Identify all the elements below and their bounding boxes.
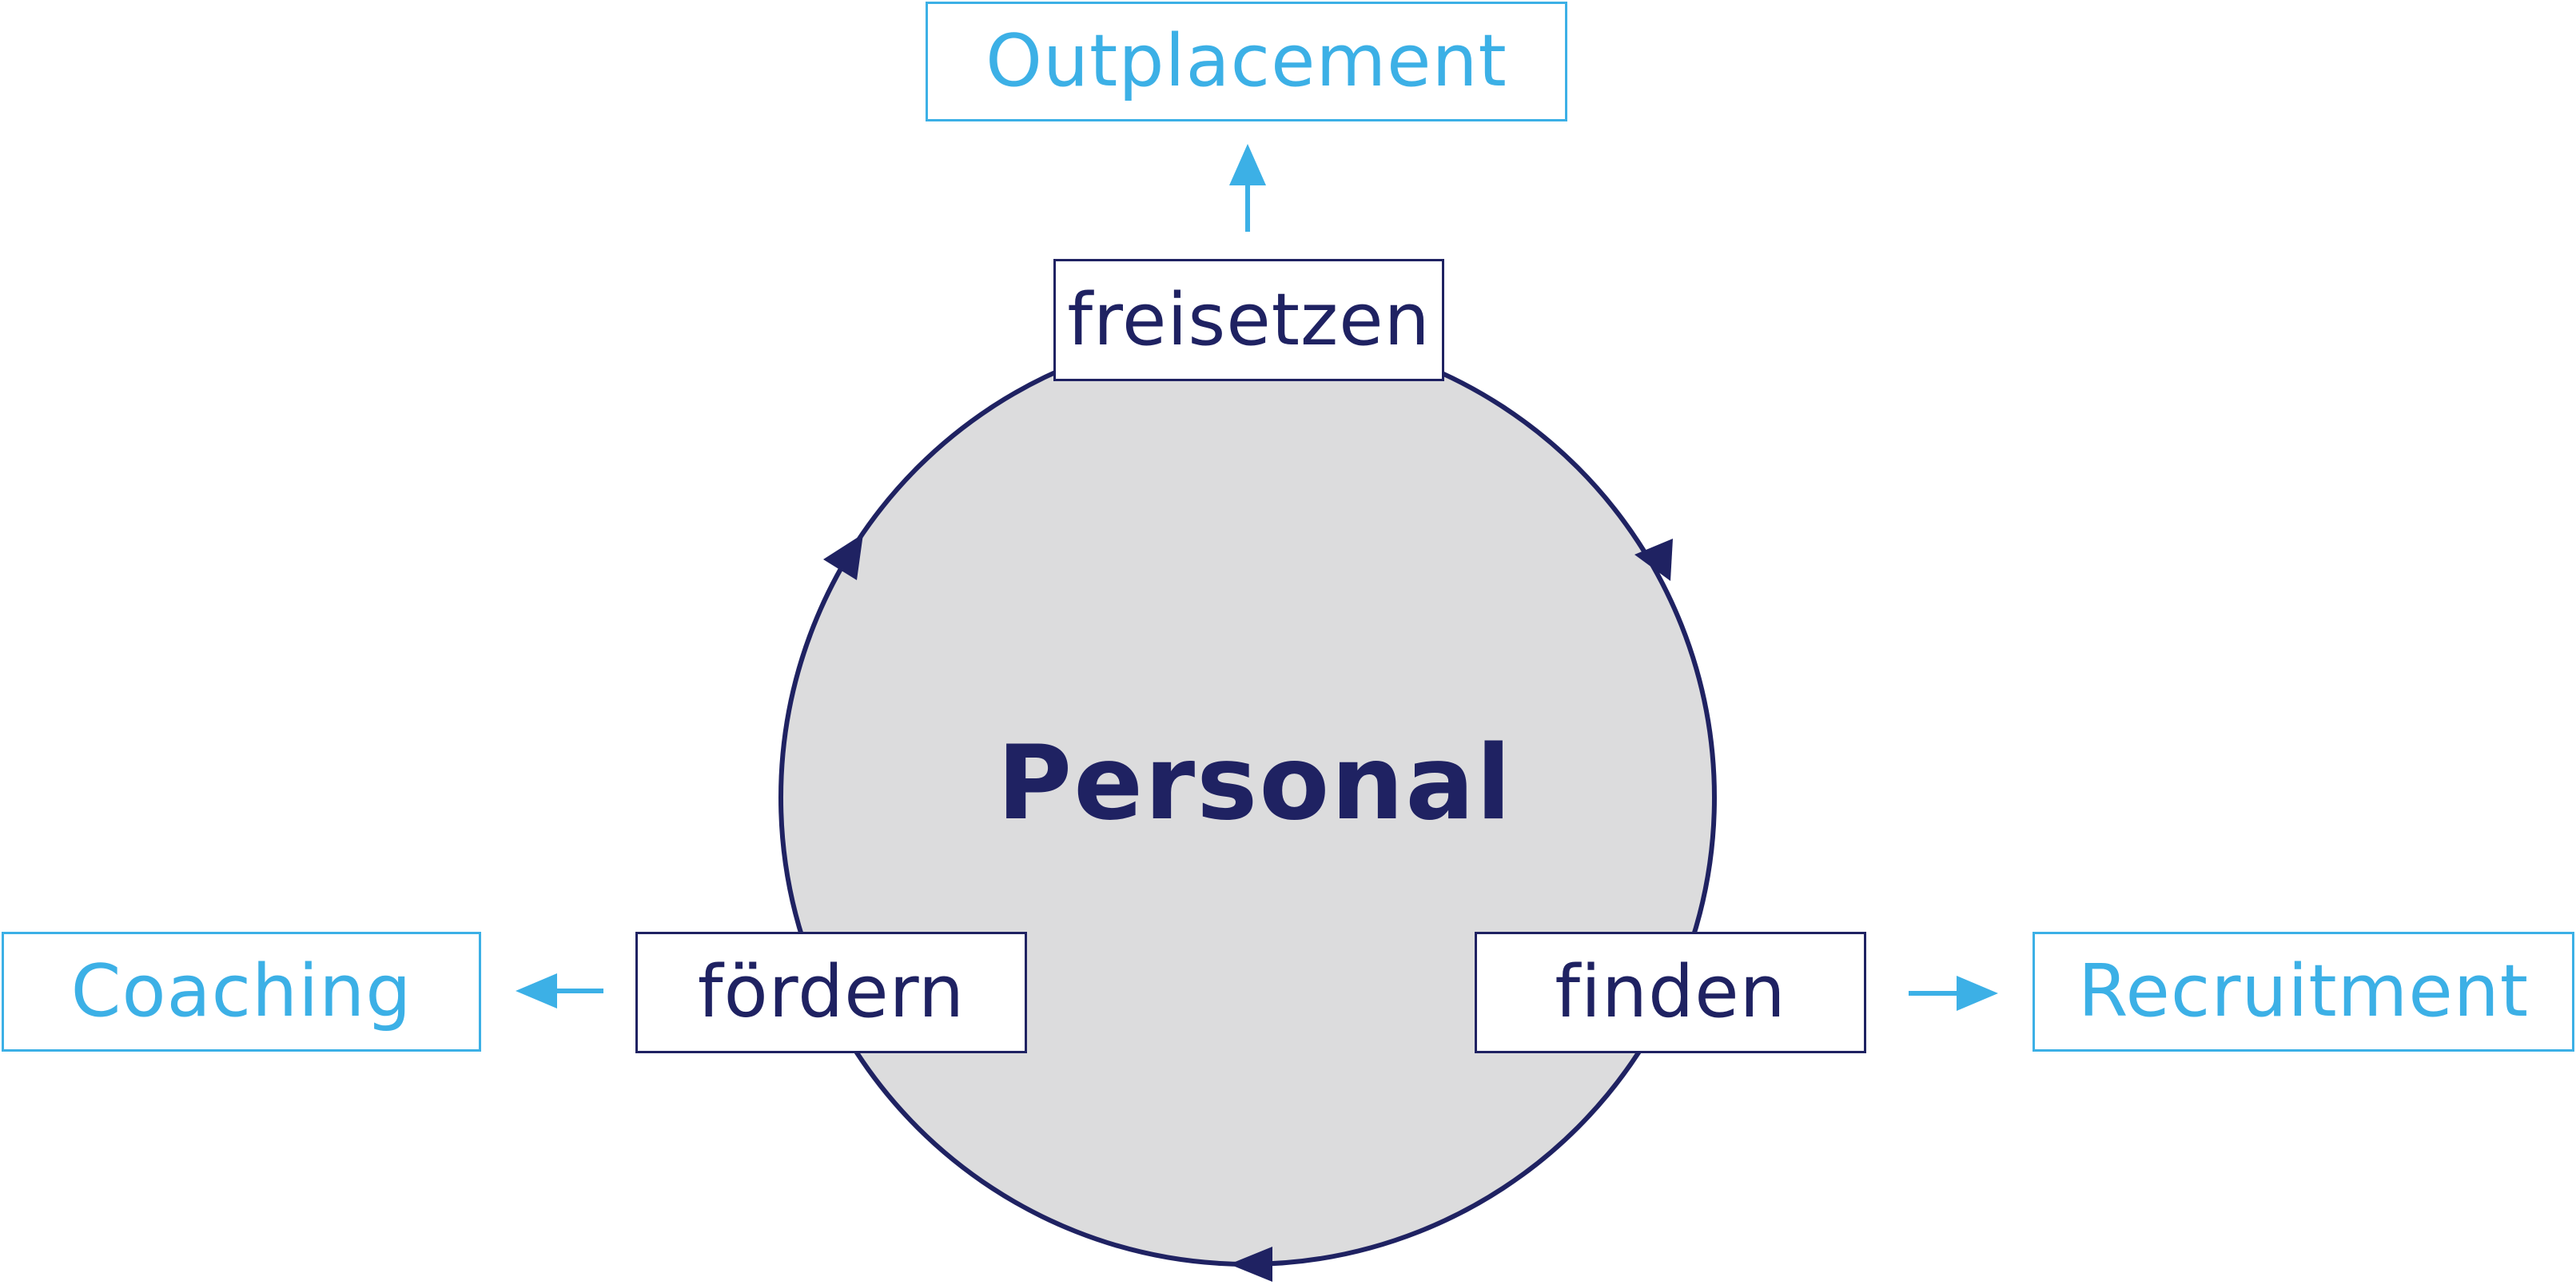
recruitment-label: Recruitment <box>2077 949 2530 1033</box>
arrow-left-to-coaching-icon <box>516 973 603 1009</box>
foerdern-box: fördern <box>635 932 1027 1053</box>
outplacement-label: Outplacement <box>985 19 1507 103</box>
personal-title: Personal <box>997 723 1513 843</box>
freisetzen-label: freisetzen <box>1067 277 1431 362</box>
cycle-arrow-left-icon <box>823 534 863 580</box>
cycle-arrow-right-icon <box>1634 539 1673 581</box>
outplacement-box: Outplacement <box>926 2 1567 121</box>
coaching-label: Coaching <box>70 949 412 1033</box>
recruitment-box: Recruitment <box>2033 932 2574 1052</box>
freisetzen-box: freisetzen <box>1053 259 1444 381</box>
arrow-up-to-outplacement-icon <box>1229 144 1266 232</box>
finden-label: finden <box>1555 950 1786 1034</box>
cycle-arrow-bottom-icon <box>1229 1247 1272 1282</box>
finden-box: finden <box>1475 932 1866 1053</box>
arrow-right-to-recruitment-icon <box>1909 976 1998 1011</box>
coaching-box: Coaching <box>2 932 481 1052</box>
foerdern-label: fördern <box>697 950 966 1034</box>
